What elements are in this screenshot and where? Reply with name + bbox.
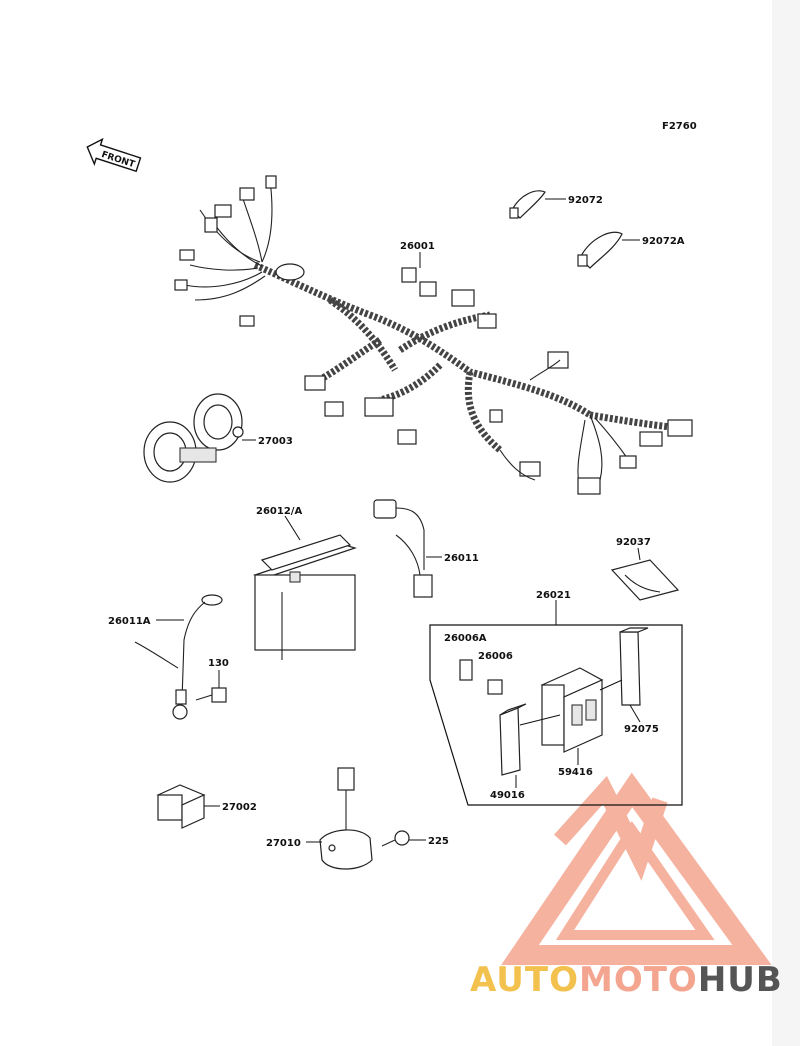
part-26011A-cable: [134, 594, 223, 720]
part-27003-horns: [143, 393, 244, 483]
label-26006A: 26006A: [444, 633, 487, 644]
label-26021: 26021: [536, 590, 571, 601]
part-26006A: [459, 659, 473, 681]
part-59416-junction-box: [540, 667, 604, 765]
label-92075: 92075: [624, 724, 659, 735]
label-59416: 59416: [558, 767, 593, 778]
part-130-bolt: [195, 687, 227, 703]
part-27010-switch: [319, 767, 373, 870]
front-arrow: FRONT: [86, 137, 142, 173]
junction-box-group-frame: [429, 624, 683, 806]
label-92072A: 92072A: [642, 236, 685, 247]
label-92037: 92037: [616, 537, 651, 548]
part-225-bolt: [381, 830, 410, 847]
label-27010: 27010: [266, 838, 301, 849]
part-26012A-battery: [253, 534, 357, 660]
watermark-logo: [501, 772, 772, 965]
part-92072A-clamp: [577, 231, 623, 269]
part-92072-clamp: [509, 190, 546, 219]
label-26011A: 26011A: [108, 616, 151, 627]
label-26012A: 26012/A: [256, 506, 302, 517]
part-92037-bracket: [610, 559, 680, 601]
figure-code: F2760: [662, 121, 697, 132]
label-130: 130: [208, 658, 229, 669]
label-26011: 26011: [444, 553, 479, 564]
part-92075-cover: [599, 627, 649, 706]
part-26006: [487, 679, 503, 695]
label-92072: 92072: [568, 195, 603, 206]
page-edge: [772, 0, 800, 1046]
watermark-text: AUTOMOTOHUB: [470, 960, 783, 1000]
part-27002-relay: [156, 784, 206, 829]
label-49016: 49016: [490, 790, 525, 801]
main-harness: [174, 175, 693, 495]
label-225: 225: [428, 836, 449, 847]
watermark-auto: AUTO: [470, 960, 579, 1000]
label-26006: 26006: [478, 651, 513, 662]
label-27003: 27003: [258, 436, 293, 447]
watermark-hub: HUB: [697, 960, 783, 1000]
part-49016-bracket: [499, 703, 561, 776]
part-26011-cable: [373, 499, 433, 598]
watermark-moto: MOTO: [578, 960, 698, 1000]
label-26001: 26001: [400, 241, 435, 252]
label-27002: 27002: [222, 802, 257, 813]
